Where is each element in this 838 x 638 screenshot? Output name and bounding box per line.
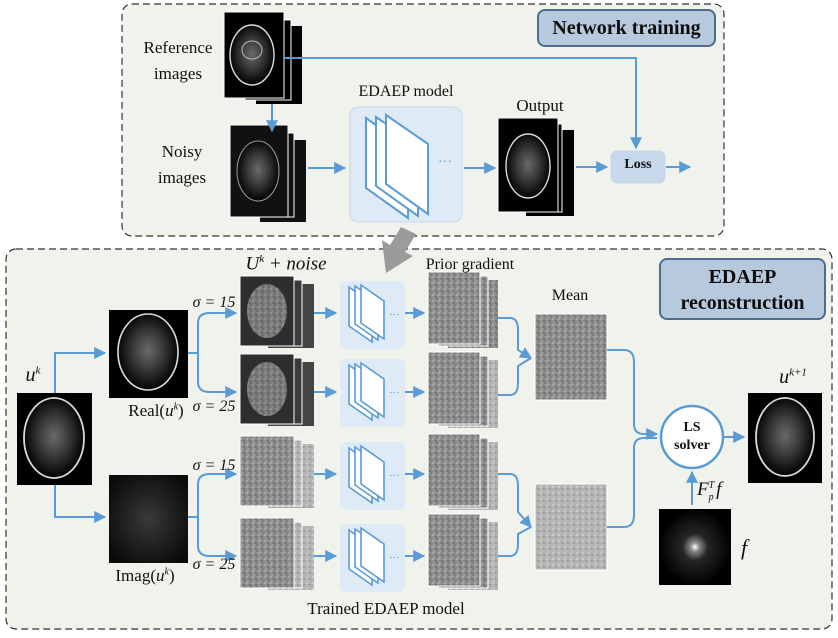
imag-part-image xyxy=(109,475,188,563)
noisy-stack-real-25 xyxy=(239,353,314,426)
ls-line1: LS xyxy=(683,420,701,435)
svg-text:···: ··· xyxy=(438,155,452,170)
input-uk-label: uk xyxy=(18,364,48,387)
training-arrows xyxy=(266,57,692,174)
noisy-stack-imag-25 xyxy=(239,517,314,590)
edaep-reconstruction-title: EDAEP reconstruction xyxy=(659,258,826,320)
fpt-var: f xyxy=(716,479,722,500)
sigma-25-real: σ = 25 xyxy=(192,398,236,415)
real-prefix: Real( xyxy=(128,401,166,420)
imag-var: u xyxy=(155,566,165,585)
imag-sup: k xyxy=(164,566,169,578)
noise-sup: k xyxy=(259,253,265,265)
svg-text:···: ··· xyxy=(389,552,400,564)
prior-gradient-stack-3 xyxy=(427,433,498,510)
noise-U: U xyxy=(245,253,260,275)
reference-line1: Reference xyxy=(143,38,213,57)
real-var: u xyxy=(165,401,174,420)
edaep-reconstruction-panel xyxy=(5,248,833,630)
edaep-model-block-top: ··· xyxy=(349,106,463,223)
loss-label: Loss xyxy=(624,157,652,172)
f-symbol: f xyxy=(740,535,748,560)
real-suffix: ) xyxy=(178,401,184,420)
sigma-15-real: σ = 15 xyxy=(192,294,236,311)
noise-rest: + noise xyxy=(264,253,327,275)
real-uk-label: Real(uk) xyxy=(116,401,196,421)
fpt-sub: p xyxy=(708,491,714,503)
imag-uk-label: Imag(uk) xyxy=(104,566,186,586)
ls-solver-label: LS solver xyxy=(661,419,723,455)
noisy-stack-imag-15 xyxy=(239,435,314,508)
noisy-image-stack xyxy=(229,124,306,222)
uk1-var: u xyxy=(779,366,790,388)
model-block-row4: ··· xyxy=(340,524,405,592)
sigma-25-imag: σ = 25 xyxy=(192,556,236,573)
prior-gradient-stack-4 xyxy=(427,513,498,590)
svg-text:···: ··· xyxy=(389,387,400,399)
reference-line2: images xyxy=(153,63,203,83)
mean-image-imag xyxy=(534,483,608,571)
output-image-uk1 xyxy=(748,393,822,483)
kspace-image-f xyxy=(659,509,731,585)
real-part-image xyxy=(109,310,188,398)
mean-label: Mean xyxy=(551,287,589,304)
fpt-F: F xyxy=(697,479,709,500)
trained-model-label: Trained EDAEP model xyxy=(307,599,465,618)
noise-label: Uk + noise xyxy=(236,253,336,275)
noisy-images-label: Noisy images xyxy=(142,142,222,187)
fpt-sup: T xyxy=(708,479,715,491)
prior-gradient-stack-1 xyxy=(427,271,498,348)
input-image-uk xyxy=(17,393,92,485)
imag-prefix: Imag( xyxy=(115,566,156,585)
imag-suffix: ) xyxy=(168,566,175,585)
edaep-title-line1: EDAEP xyxy=(708,266,777,288)
uk-var: u xyxy=(25,364,36,386)
output-uk1-label: uk+1 xyxy=(768,366,818,389)
model-block-row2: ··· xyxy=(340,359,405,427)
edaep-model-label: EDAEP model xyxy=(358,83,454,100)
output-label: Output xyxy=(516,96,564,115)
model-transfer-arrow xyxy=(382,227,416,273)
noisy-line1: Noisy xyxy=(161,142,203,161)
sigma-15-imag: σ = 15 xyxy=(192,457,236,474)
model-block-row3: ··· xyxy=(340,442,405,510)
loss-box xyxy=(610,150,666,184)
network-training-title-text: Network training xyxy=(552,17,701,39)
ls-line2: solver xyxy=(674,438,710,453)
noisy-line2: images xyxy=(157,167,207,187)
output-image-stack xyxy=(497,117,574,216)
prior-gradient-stack-2 xyxy=(427,351,498,428)
uk1-sup: k+1 xyxy=(789,366,807,379)
svg-text:···: ··· xyxy=(389,309,400,321)
real-sup: k xyxy=(173,401,179,413)
reference-images-label: Reference images xyxy=(134,38,222,83)
prior-gradient-label: Prior gradient xyxy=(425,256,515,273)
reference-image-stack xyxy=(223,11,302,104)
edaep-title-line2: reconstruction xyxy=(680,292,805,314)
svg-text:···: ··· xyxy=(389,470,400,482)
network-training-title: Network training xyxy=(537,9,716,47)
mean-image-real xyxy=(534,313,608,401)
model-block-row1: ··· xyxy=(340,281,405,349)
noisy-stack-real-15 xyxy=(239,275,314,348)
uk-sup: k xyxy=(35,364,41,377)
reconstruction-arrows xyxy=(54,307,746,562)
